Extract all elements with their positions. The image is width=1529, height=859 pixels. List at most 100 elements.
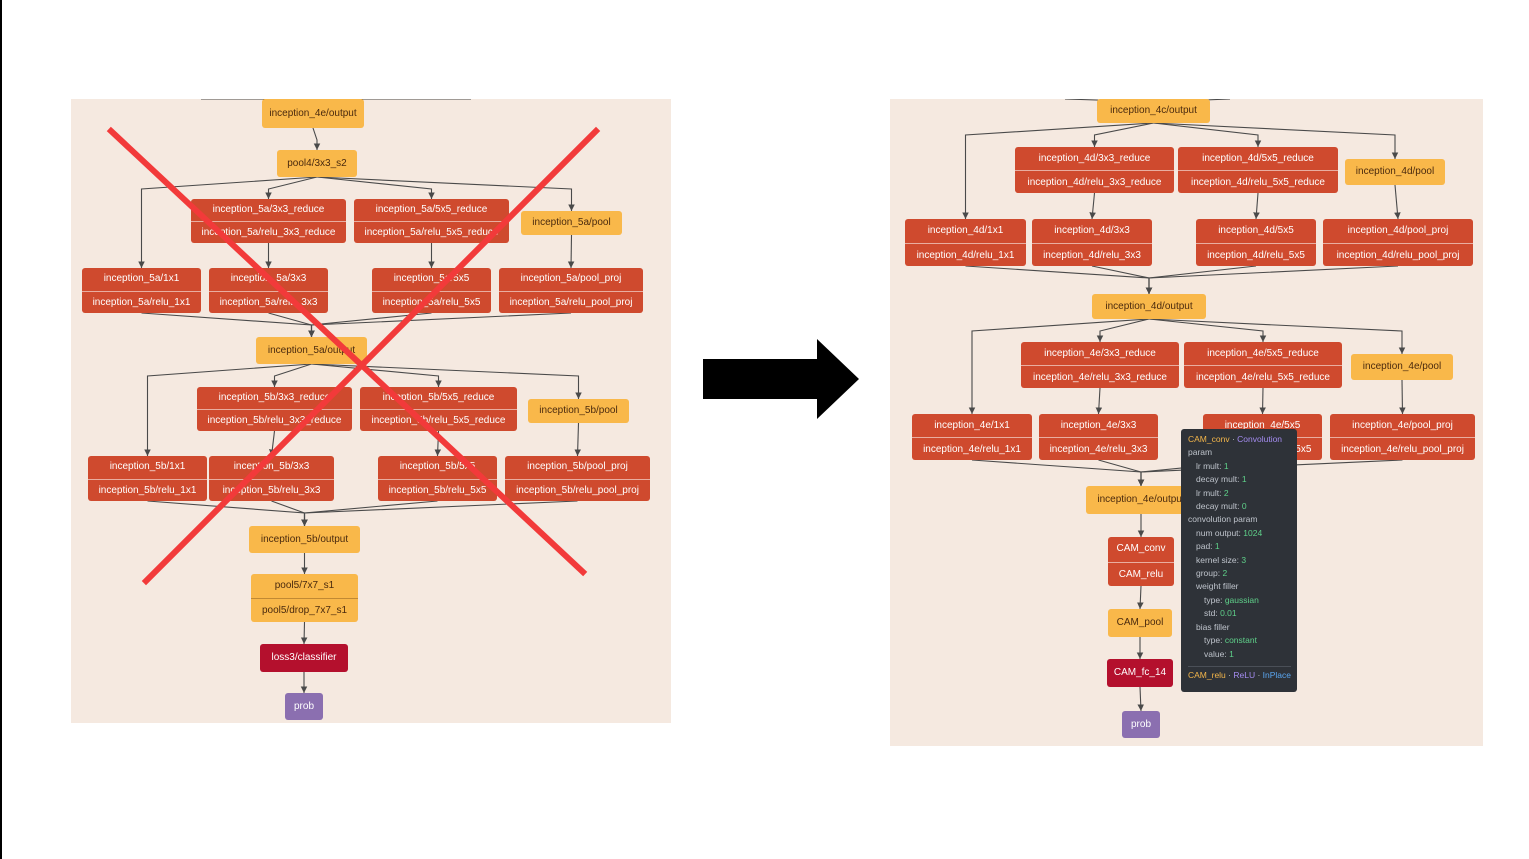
graph-edge [300, 621, 308, 645]
layer-node-inception-5b-pool[interactable]: inception_5b/pool [528, 399, 629, 423]
layer-name: inception_5b/5x5 [378, 456, 497, 480]
layer-node-inception-4e-output[interactable]: inception_4e/output [1086, 486, 1196, 514]
tooltip-key: group: [1196, 568, 1221, 579]
layer-name: inception_4e/5x5_reduce [1184, 342, 1342, 366]
tooltip-key: value: [1204, 648, 1227, 659]
layer-name: CAM_relu [1118, 568, 1164, 580]
layer-name: inception_4d/relu_1x1 [916, 249, 1015, 261]
original-network-graph: inception_4e/output pool4/3x3_s2 inception… [71, 99, 671, 723]
tooltip-value: 1 [1229, 648, 1234, 659]
layer-node-loss3-classifier[interactable]: loss3/classifier [260, 644, 348, 672]
layer-name: inception_4e/output [269, 108, 357, 119]
layer-node-inception-4e-1x1[interactable]: inception_4e/1x1 inception_4e/relu_1x1 [912, 414, 1032, 460]
layer-node-inception-4d-3x3-reduce[interactable]: inception_4d/3x3_reduce inception_4d/relu… [1015, 147, 1174, 193]
layer-name: inception_4e/1x1 [912, 414, 1032, 438]
layer-name: inception_4d/relu_5x5 [1207, 249, 1305, 261]
layer-name: inception_4d/relu_5x5_reduce [1191, 177, 1325, 188]
layer-node-inception-5b-3x3-reduce[interactable]: inception_5b/3x3_reduce inception_5b/relu… [197, 387, 352, 431]
layer-node-inception-5a-output[interactable]: inception_5a/output [256, 337, 367, 364]
layer-name: inception_4e/pool [1362, 361, 1442, 372]
tooltip-value: gaussian [1224, 594, 1259, 605]
layer-name: inception_5b/output [260, 534, 349, 545]
graph-edge [1098, 459, 1145, 486]
graph-edge [1137, 459, 1403, 486]
layer-name: inception_4e/3x3 [1039, 414, 1158, 438]
layer-name: inception_4e/relu_1x1 [923, 444, 1021, 455]
graph-edge [1137, 686, 1145, 712]
layer-node-inception-4d-output[interactable]: inception_4d/output [1092, 294, 1206, 319]
tooltip-key: type: [1204, 594, 1223, 605]
graph-edge [141, 312, 315, 337]
layer-name: inception_4e/pool_proj [1330, 414, 1475, 438]
graph-edge [312, 127, 321, 150]
graph-edge [1091, 265, 1153, 294]
graph-edge [316, 176, 435, 199]
layer-name: pool5/7x7_s1 [251, 574, 358, 599]
layer-node-inception-4e-output[interactable]: inception_4e/output [262, 99, 364, 128]
layer-node-inception-4d-pool[interactable]: inception_4d/pool [1345, 159, 1445, 185]
graph-edge [1095, 387, 1103, 415]
graph-edge [301, 500, 438, 526]
layer-name: inception_4e/relu_pool_proj [1341, 444, 1464, 455]
graph-edge [1089, 192, 1096, 220]
layer-name: inception_4d/3x3_reduce [1015, 147, 1174, 171]
tooltip-key: decay mult: [1196, 501, 1240, 512]
layer-node-inception-5b-1x1[interactable]: inception_5b/1x1 inception_5b/relu_1x1 [88, 456, 207, 501]
tooltip-value: constant [1224, 635, 1257, 646]
tooltip-value: 1024 [1243, 527, 1263, 538]
layer-name: inception_4d/relu_pool_proj [1336, 249, 1460, 261]
layer-name: CAM_conv [1108, 537, 1174, 563]
layer-name: inception_4d/output [1105, 301, 1193, 312]
layer-node-pool4-3x3-s2[interactable]: pool4/3x3_s2 [277, 150, 357, 177]
tooltip-value: 2 [1222, 568, 1228, 579]
layer-name: inception_4c/output [1110, 105, 1197, 116]
layer-name: inception_5a/relu_3x3 [219, 296, 318, 308]
layer-name: inception_5b/relu_1x1 [98, 484, 197, 496]
graph-edge [1259, 387, 1266, 415]
layer-name: inception_5a/pool_proj [499, 268, 643, 292]
layer-node-prob[interactable]: prob [1122, 711, 1160, 738]
layer-details-tooltip: CAM_conv · Convolution param lr mult: 1 … [1181, 429, 1297, 692]
layer-node-cam-pool[interactable]: CAM_pool [1108, 609, 1172, 637]
layer-name: inception_4d/relu_3x3_reduce [1027, 177, 1162, 188]
layer-name: CAM_pool [1116, 617, 1164, 628]
graph-edge [1148, 318, 1406, 354]
layer-node-cam-fc-14[interactable]: CAM_fc_14 [1107, 659, 1173, 687]
modified-network-graph: inception_4c/output inception_4d/3x3_redu… [890, 99, 1483, 746]
layer-node-inception-5a-pool[interactable]: inception_5a/pool [521, 211, 622, 235]
layer-name: inception_5b/1x1 [88, 456, 207, 480]
layer-name: inception_5b/relu_3x3_reduce [207, 415, 342, 426]
layer-node-prob[interactable]: prob [285, 693, 323, 720]
layer-node-inception-4c-output[interactable]: inception_4c/output [1097, 99, 1210, 123]
edges-right [962, 99, 1406, 712]
layer-node-inception-5b-output[interactable]: inception_5b/output [249, 526, 360, 553]
graph-edge [962, 122, 1154, 219]
graph-edge [308, 312, 432, 337]
layer-name: inception_4d/pool_proj [1323, 219, 1473, 244]
layer-node-inception-4d-pool-proj[interactable]: inception_4d/pool_proj inception_4d/relu_… [1323, 219, 1473, 266]
layer-node-inception-4e-pool[interactable]: inception_4e/pool [1351, 354, 1453, 380]
layer-node-inception-4e-pool-proj[interactable]: inception_4e/pool_proj inception_4e/relu_… [1330, 414, 1475, 460]
layer-name: inception_5a/5x5 [372, 268, 491, 292]
layer-name: inception_5b/3x3_reduce [197, 387, 352, 410]
graph-edge [271, 500, 308, 526]
